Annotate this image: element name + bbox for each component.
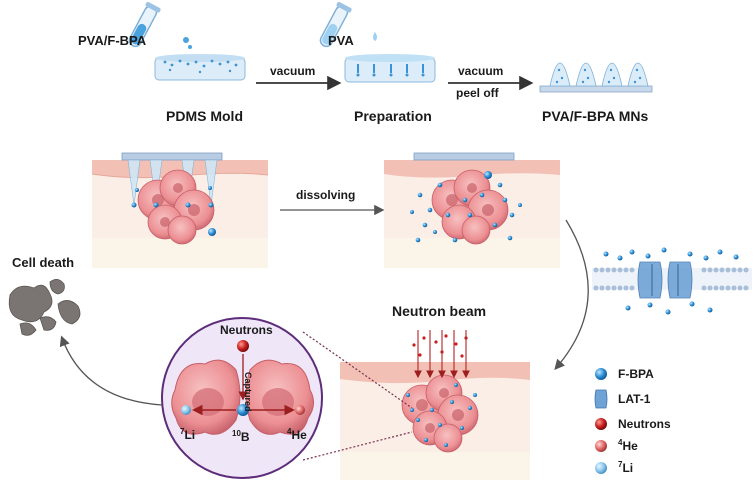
legend bbox=[594, 368, 608, 474]
label-b: 10B bbox=[232, 429, 250, 445]
microneedle-patch-icon bbox=[539, 62, 653, 93]
legend-lithium-icon bbox=[595, 462, 607, 474]
skin-panel-insertion bbox=[91, 152, 269, 268]
cell-membrane-lat1 bbox=[592, 247, 752, 315]
neutron-capture-inset bbox=[161, 317, 323, 479]
label-vacuum-2: vacuum bbox=[458, 64, 504, 78]
zoom-line bbox=[302, 431, 413, 461]
legend-fbpa-icon bbox=[595, 368, 607, 380]
boron-atom bbox=[237, 404, 249, 416]
label-preparation: Preparation bbox=[354, 108, 432, 124]
preparation-mold-icon bbox=[344, 54, 436, 83]
label-captured: Captured bbox=[243, 372, 253, 412]
helium-particle bbox=[295, 405, 305, 415]
legend-neutron-icon bbox=[595, 418, 607, 430]
label-mns: PVA/F-BPA MNs bbox=[542, 108, 649, 124]
legend-label-lat1: LAT-1 bbox=[618, 392, 651, 406]
legend-lat1-icon bbox=[594, 389, 608, 409]
label-dissolving: dissolving bbox=[296, 188, 356, 202]
pdms-mold-icon bbox=[154, 54, 246, 81]
legend-label-neutrons: Neutrons bbox=[618, 417, 671, 431]
label-cell-death: Cell death bbox=[12, 255, 75, 270]
label-pva: PVA bbox=[328, 33, 354, 48]
label-neutrons: Neutrons bbox=[220, 323, 273, 337]
legend-label-he: 4He bbox=[618, 438, 638, 454]
transition-arrow bbox=[554, 219, 589, 370]
legend-label-fbpa: F-BPA bbox=[618, 367, 654, 381]
label-pva-fbpa: PVA/F-BPA bbox=[78, 33, 147, 48]
legend-helium-icon bbox=[595, 440, 607, 452]
label-li: 7Li bbox=[180, 427, 196, 443]
skin-panel-dissolved bbox=[384, 152, 560, 268]
label-he: 4He bbox=[287, 427, 307, 443]
dead-cell-fragments bbox=[8, 279, 81, 336]
droplet-icon bbox=[373, 32, 377, 41]
neutron-particle bbox=[237, 340, 249, 352]
label-peel-off: peel off bbox=[456, 86, 499, 100]
skin-panel-neutron-beam bbox=[340, 330, 530, 480]
test-tube-icon bbox=[128, 2, 161, 48]
label-pdms-mold: PDMS Mold bbox=[166, 108, 243, 124]
legend-label-li: 7Li bbox=[618, 460, 634, 476]
cell-death-arrow bbox=[59, 335, 163, 406]
lithium-particle bbox=[181, 405, 191, 415]
droplet-icon bbox=[183, 37, 189, 43]
test-tube-icon bbox=[319, 2, 352, 48]
label-neutron-beam: Neutron beam bbox=[392, 303, 487, 319]
label-vacuum-1: vacuum bbox=[270, 64, 316, 78]
